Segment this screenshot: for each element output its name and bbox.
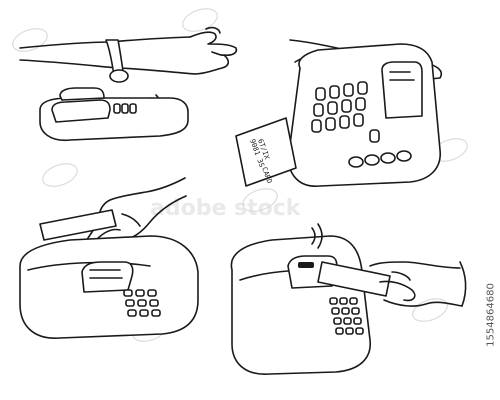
key: [311, 119, 322, 133]
finger-crease: [391, 271, 411, 281]
hand-outline: [189, 31, 238, 75]
button: [348, 156, 364, 168]
finger: [379, 280, 416, 302]
terminal-screen: [81, 261, 134, 293]
nfc-wave-icon: [311, 227, 316, 245]
forearm: [98, 177, 186, 221]
key: [113, 103, 121, 114]
key: [121, 103, 129, 114]
smartwatch-icon: [109, 69, 129, 83]
key: [151, 309, 161, 317]
button: [364, 154, 380, 166]
forearm-top: [19, 36, 191, 49]
key: [125, 299, 135, 307]
hand-bottom: [383, 299, 463, 307]
key: [353, 113, 364, 127]
key: [135, 289, 145, 297]
watermark-text: adobe stock: [150, 196, 302, 221]
key: [351, 307, 360, 315]
nfc-wave-icon: [317, 223, 323, 249]
key: [139, 309, 149, 317]
key: [335, 327, 344, 335]
key: [339, 115, 350, 129]
scene-smartwatch-payment: [19, 26, 238, 142]
key: [315, 87, 326, 101]
key: [329, 297, 338, 305]
key: [127, 309, 137, 317]
key: [137, 299, 147, 307]
terminal-keypad: [123, 289, 161, 317]
payment-card: [317, 261, 391, 297]
key: [329, 85, 340, 99]
key: [343, 317, 352, 325]
payment-card: [39, 209, 117, 241]
key: [343, 83, 354, 97]
watermark-pattern: adobe stock: [12, 8, 468, 342]
key: [339, 297, 348, 305]
forearm-bottom: [19, 59, 196, 75]
screen-lines: [389, 71, 415, 81]
key: [325, 117, 336, 131]
scene-contactless-card-tap: [230, 223, 467, 375]
thumb: [205, 26, 221, 34]
key: [355, 97, 366, 111]
key: [345, 327, 354, 335]
key: [353, 317, 362, 325]
terminal-screen: [51, 99, 111, 123]
key: [149, 299, 159, 307]
stock-id-text: 1554864680: [485, 283, 497, 347]
scene-card-insert-handheld: 6T/IX 9081 3S CARD: [235, 39, 442, 187]
button: [380, 152, 396, 164]
card-slot: [27, 261, 151, 271]
terminal-keypad: [329, 297, 364, 335]
terminal-keypad: [311, 81, 380, 143]
terminal-bottom-buttons: [348, 150, 412, 168]
key: [129, 103, 137, 114]
key: [327, 101, 338, 115]
key: [313, 103, 324, 117]
terminal-keys: [113, 103, 137, 114]
stock-id-caption: 1554864680: [484, 250, 498, 380]
terminal-screen: [381, 61, 423, 119]
payment-card: 6T/IX 9081 3S CARD: [235, 117, 297, 187]
hand-top: [369, 261, 461, 269]
key: [355, 327, 364, 335]
scene-card-swipe: [19, 177, 199, 339]
card-shape: [235, 117, 297, 187]
finger-crease: [211, 51, 225, 57]
key: [123, 289, 133, 297]
cuff: [459, 261, 467, 307]
key: [349, 297, 358, 305]
terminal-printer: [59, 87, 105, 101]
screen-lines: [89, 269, 123, 279]
key: [333, 317, 342, 325]
key: [341, 99, 352, 113]
key: [357, 81, 368, 95]
key: [147, 289, 157, 297]
key: [341, 307, 350, 315]
key: [369, 129, 380, 143]
screen-display: [298, 262, 314, 268]
key: [331, 307, 340, 315]
finger-crease: [121, 213, 141, 227]
button: [396, 150, 412, 162]
